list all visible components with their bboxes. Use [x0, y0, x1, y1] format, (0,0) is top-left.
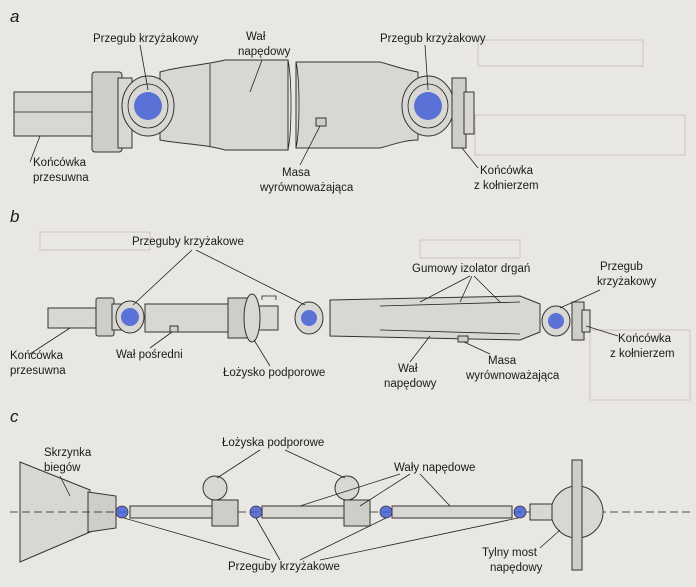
label-a-slip-1: Końcówka	[33, 157, 87, 169]
label-a-mass-2: wyrównoważająca	[259, 182, 354, 194]
label-a-joint-right: Przegub krzyżakowy	[380, 33, 486, 45]
label-c-axle-1: Tylny most	[482, 547, 538, 559]
slip-end-b	[47, 297, 123, 337]
label-b-shaft-2: napędowy	[384, 378, 437, 390]
cross-joint-a-left-highlight	[134, 92, 162, 120]
rear-axle-c	[529, 459, 604, 571]
label-c-gearbox-2: biegów	[44, 462, 81, 474]
flange-end-a	[451, 77, 475, 149]
label-b-joint-right-2: krzyżakowy	[597, 276, 657, 288]
shaft-a	[159, 59, 419, 151]
label-b-intermediate: Wał pośredni	[116, 349, 183, 361]
diagram-a: a Przegub krzyżako	[10, 7, 539, 194]
cross-joint-b-1	[115, 300, 145, 334]
label-b-mass-1: Masa	[488, 355, 517, 367]
leaders-c	[59, 449, 561, 561]
cross-joint-a-right-highlight	[414, 92, 442, 120]
label-b-joints: Przeguby krzyżakowe	[132, 236, 244, 248]
cross-joints-c	[115, 505, 527, 519]
label-c-gearbox-1: Skrzynka	[44, 447, 92, 459]
diagram-b: b	[10, 207, 675, 390]
label-a-shaft-2: napędowy	[238, 46, 291, 58]
label-b-flange-2: z kołnierzem	[610, 348, 675, 360]
slip-end-a	[13, 71, 133, 153]
cross-joint-b-2	[294, 301, 324, 335]
cross-joint-a-left	[121, 75, 175, 137]
label-b-slip-1: Końcówka	[10, 350, 64, 362]
label-b-slip-2: przesuwna	[10, 365, 66, 377]
label-c-shafts: Wały napędowe	[394, 462, 475, 474]
label-b-mass-2: wyrównoważająca	[465, 370, 560, 382]
label-b-joint-right-1: Przegub	[600, 261, 643, 273]
label-a-slip-2: przesuwna	[33, 172, 89, 184]
label-a-shaft-1: Wał	[246, 31, 266, 43]
flange-end-b	[571, 301, 591, 341]
label-a-joint-left: Przegub krzyżakowy	[93, 33, 199, 45]
section-a-letter: a	[10, 7, 19, 26]
label-c-joints: Przeguby krzyżakowe	[228, 561, 340, 573]
background-ghost	[39, 39, 691, 401]
label-a-flange-2: z kołnierzem	[474, 180, 539, 192]
support-bearings-c	[202, 475, 371, 527]
shafts-c	[129, 505, 513, 519]
section-c-letter: c	[10, 407, 19, 426]
intermediate-shaft-b	[144, 303, 231, 333]
label-a-flange-1: Końcówka	[480, 165, 534, 177]
diagram-c: c Skrzynka biegów	[10, 407, 690, 574]
label-b-flange-1: Końcówka	[618, 333, 672, 345]
drive-shaft-b	[329, 295, 541, 343]
label-a-mass-1: Masa	[282, 167, 311, 179]
leaders-b	[29, 249, 619, 367]
label-b-bearing: Łożysko podporowe	[223, 367, 325, 379]
label-c-axle-2: napędowy	[490, 562, 543, 574]
leaders-a	[29, 44, 479, 169]
cross-joint-b-3	[541, 305, 571, 337]
support-bearing-b	[227, 293, 279, 343]
label-b-rubber: Gumowy izolator drgań	[412, 263, 530, 275]
label-c-bearings: Łożyska podporowe	[222, 437, 324, 449]
label-b-shaft-1: Wał	[398, 363, 418, 375]
section-b-letter: b	[10, 207, 19, 226]
